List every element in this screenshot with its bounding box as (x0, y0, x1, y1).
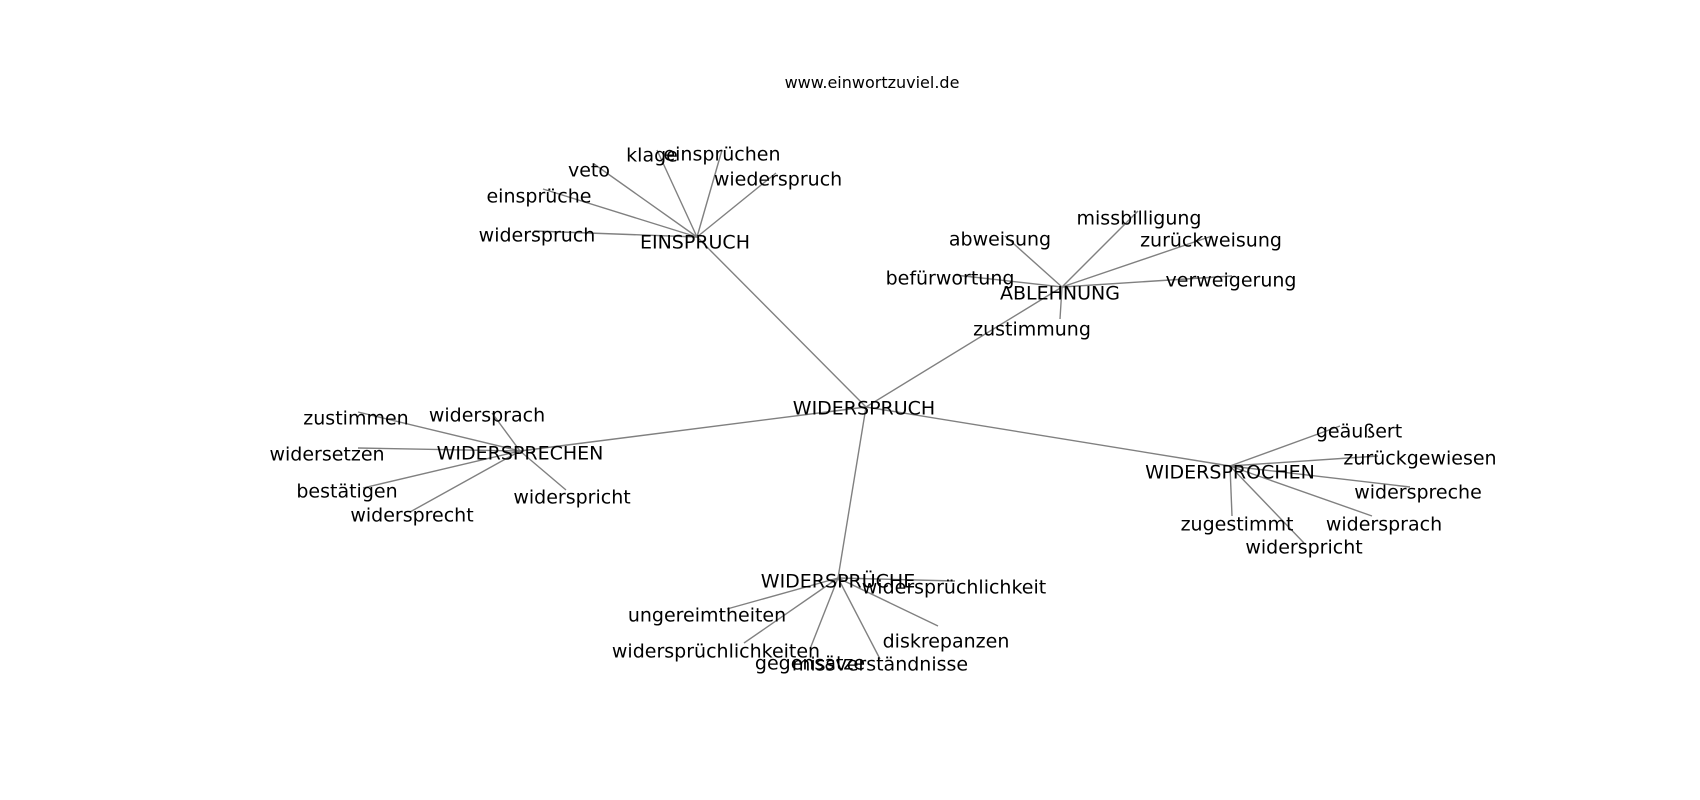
leaf-node-label: befürwortung (886, 268, 1015, 290)
edge-hub-leaf (362, 450, 521, 489)
site-url: www.einwortzuviel.de (785, 73, 960, 92)
edge-hub-leaf (656, 149, 698, 238)
edge-root-hub (837, 406, 867, 579)
edge-hub-leaf (837, 577, 939, 627)
edge-hub-leaf (726, 577, 839, 610)
hub-node-label: WIDERSPROCHEN (1145, 462, 1315, 484)
leaf-node-label: verweigerung (1166, 270, 1297, 292)
leaf-node-label: geäußert (1316, 421, 1402, 443)
edge-hub-leaf (1229, 465, 1233, 517)
edge-hub-leaf (1061, 235, 1213, 288)
leaf-node-label: widersprüchlichkeiten (612, 641, 820, 663)
leaf-node-label: widerspricht (1245, 537, 1362, 559)
leaf-node-label: zurückweisung (1140, 230, 1282, 252)
leaf-node-label: veto (568, 160, 610, 182)
leaf-node-label: einsprüchen (663, 144, 780, 166)
edge-hub-leaf (696, 172, 777, 238)
edge-hub-leaf (519, 450, 567, 491)
leaf-node-label: widerspreche (1354, 482, 1482, 504)
edge-hub-leaf (593, 163, 698, 238)
leaf-node-label: zustimmen (303, 408, 408, 430)
edge-hub-leaf (837, 577, 956, 582)
edge-hub-leaf (1229, 425, 1341, 467)
edge-hub-leaf (357, 411, 521, 452)
edge-root-hub (865, 406, 1231, 467)
leaf-node-label: widerspricht (513, 487, 630, 509)
root-node-label: WIDERSPRUCH (793, 398, 935, 420)
edge-hub-leaf (1229, 455, 1379, 467)
edge-hub-leaf (1004, 235, 1063, 288)
leaf-node-label: zustimmung (973, 319, 1091, 341)
leaf-node-label: widersprecht (350, 505, 473, 527)
edge-root-hub (696, 236, 867, 408)
edge-hub-leaf (743, 577, 839, 644)
leaf-node-label: klage (626, 145, 678, 167)
edge-hub-leaf (1061, 275, 1233, 288)
edge-hub-leaf (809, 577, 839, 650)
edge-hub-leaf (542, 188, 698, 238)
leaf-node-label: einsprüche (486, 186, 591, 208)
leaf-node-label: wiederspruch (714, 169, 842, 191)
graph-edges (357, 149, 1411, 660)
leaf-node-label: abweisung (949, 229, 1051, 251)
leaf-node-label: missverständnisse (792, 654, 968, 676)
leaf-node-label: widersprüchlichkeit (862, 577, 1046, 599)
leaf-node-label: widersprach (1326, 514, 1442, 536)
leaf-node-label: zugestimmt (1181, 514, 1294, 536)
hub-node-label: ABLEHNUNG (1000, 283, 1120, 305)
edge-root-hub (865, 286, 1063, 408)
leaf-node-label: widersprach (429, 405, 545, 427)
leaf-node-label: widerspruch (479, 225, 596, 247)
leaf-node-label: diskrepanzen (883, 631, 1010, 653)
leaf-node-label: bestätigen (296, 481, 397, 503)
leaf-node-label: gegensätze (755, 653, 865, 675)
edge-root-hub (519, 406, 867, 452)
edge-hub-leaf (837, 577, 881, 660)
edge-hub-leaf (357, 447, 521, 452)
edge-hub-leaf (1061, 210, 1139, 288)
hub-node-label: EINSPRUCH (640, 232, 750, 254)
edge-hub-leaf (491, 412, 521, 452)
edge-hub-leaf (954, 274, 1063, 288)
edge-hub-leaf (1059, 286, 1063, 320)
leaf-node-label: widersetzen (269, 444, 384, 466)
hub-node-label: WIDERSPRECHEN (437, 443, 604, 465)
leaf-node-label: zurückgewiesen (1343, 448, 1496, 470)
edge-hub-leaf (1229, 465, 1373, 517)
edge-hub-leaf (533, 230, 698, 238)
leaf-node-label: ungereimtheiten (628, 605, 786, 627)
edge-hub-leaf (409, 450, 521, 513)
edge-hub-leaf (696, 149, 723, 238)
edge-hub-leaf (1229, 465, 1411, 488)
leaf-node-label: missbilligung (1077, 208, 1202, 230)
hub-node-label: WIDERSPRÜCHE (761, 570, 915, 593)
edge-hub-leaf (1229, 465, 1305, 544)
